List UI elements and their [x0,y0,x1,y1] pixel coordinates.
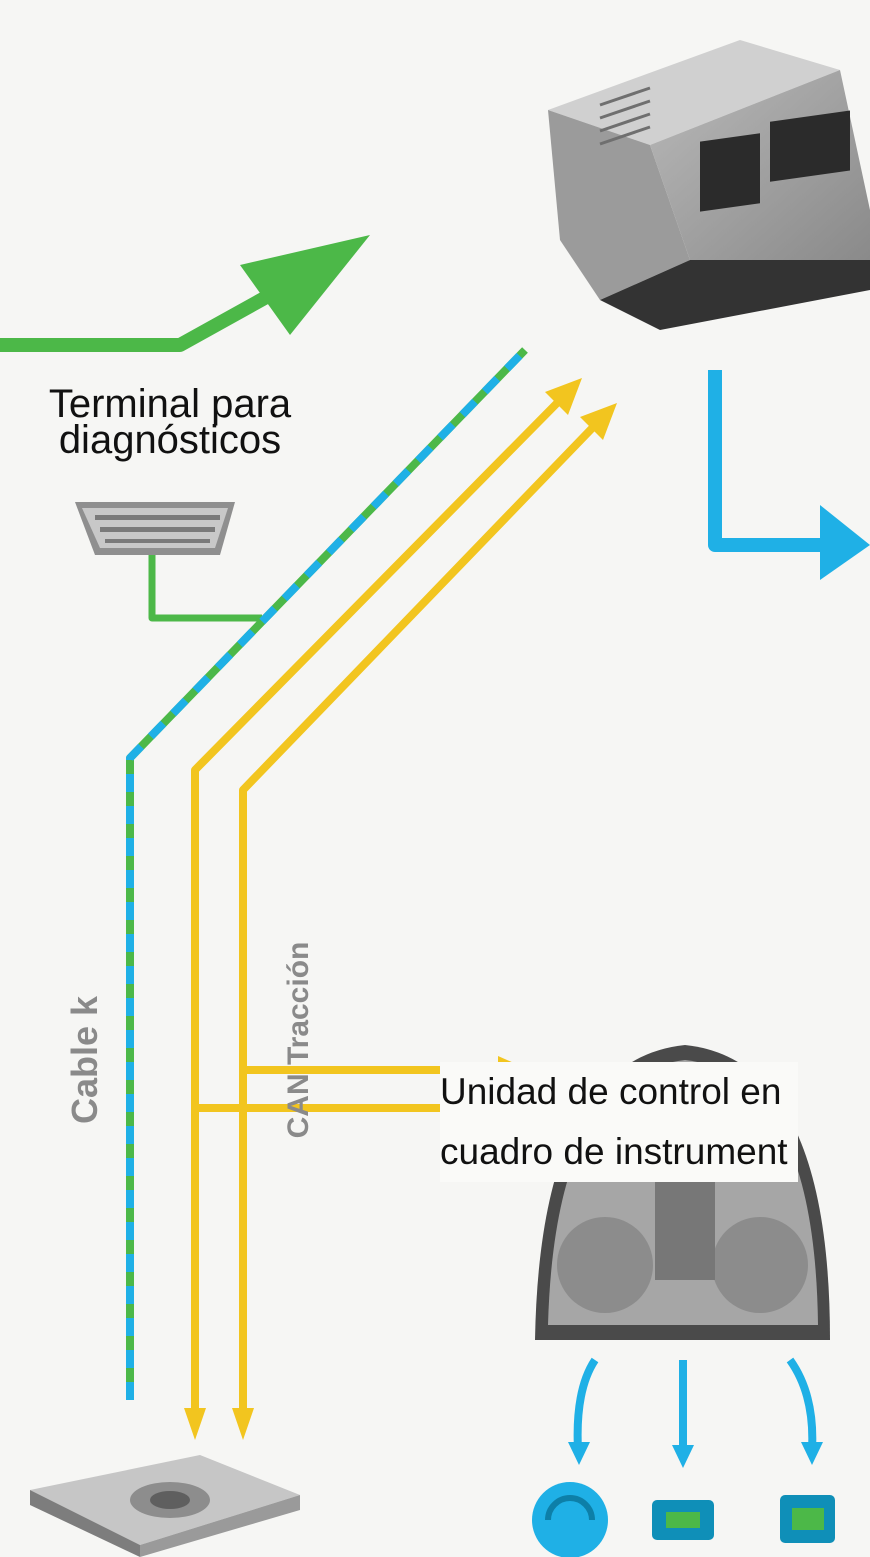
control-unit-box-icon [30,1455,300,1557]
terminal-diagnostics-label: Terminal para diagnósticos [20,382,320,462]
cluster-output-arrowheads [568,1442,823,1468]
ecu-module-icon [548,40,870,330]
unidad-label-line2: cuadro de instrument [440,1131,788,1172]
cluster-control-unit-label: Unidad de control en cuadro de instrumen… [440,1062,798,1182]
terminal-label-line1: Terminal para [48,382,292,426]
obd-connector-icon [75,502,235,555]
indicator-lamp-icon [780,1495,835,1543]
terminal-label-line2: diagnósticos [58,418,282,462]
cable-k-line [126,347,528,1400]
gauge-circle-icon [532,1482,608,1557]
cable-k-label: Cable k [64,995,105,1124]
can-traccion-label: CAN Tracción [282,942,315,1139]
cluster-output-lines [573,1357,817,1451]
green-arrow [0,235,370,352]
blue-arrow [708,370,870,580]
unidad-label-line1: Unidad de control en [440,1071,782,1112]
indicator-lamp-icon [652,1500,714,1540]
